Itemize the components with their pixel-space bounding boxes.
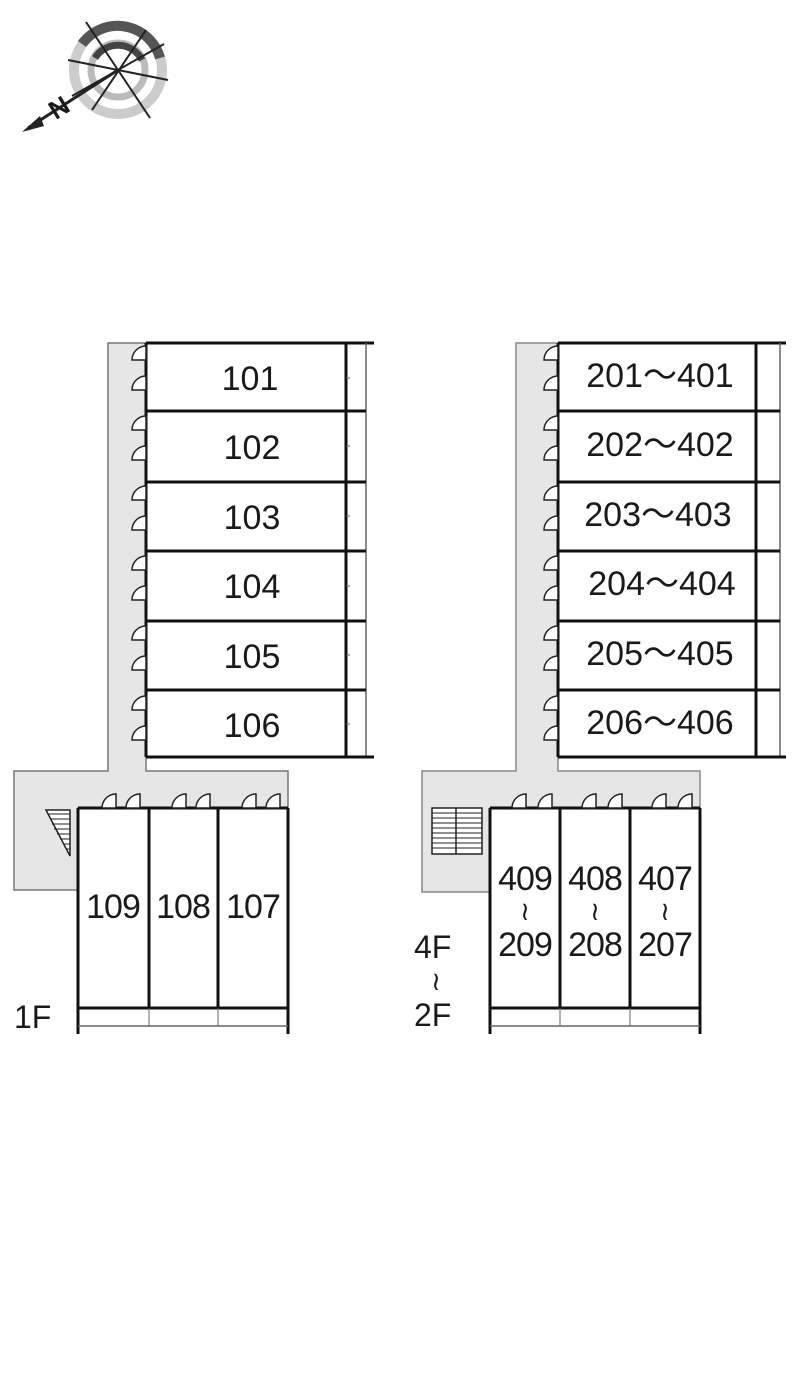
unit-107: 107 (226, 888, 280, 926)
unit-label-sep: ≀ (590, 897, 600, 927)
unit-label: 205〜405 (586, 635, 733, 673)
unit-101: 101 (146, 360, 366, 413)
door-icons-upper-row (543, 345, 559, 741)
unit-203-403: 203〜403 (558, 496, 780, 553)
unit-105: 105 (146, 638, 366, 692)
unit-label: 206〜406 (586, 704, 733, 742)
door-icons-1f-bottom (101, 793, 281, 809)
door-icons-upper-bottom (511, 793, 693, 809)
floor-label-4f: 4F (414, 929, 451, 965)
floor-label-1f: 1F (14, 999, 51, 1035)
unit-label: 105 (224, 638, 281, 676)
unit-label: 101 (222, 360, 279, 398)
building-1f: 101 102 103 104 105 106 (13, 341, 374, 1035)
door-icons-1f-row (131, 345, 147, 741)
unit-204-404: 204〜404 (558, 565, 780, 623)
unit-label-bottom: 209 (498, 926, 552, 964)
unit-205-405: 205〜405 (558, 635, 780, 692)
unit-label-top: 407 (638, 860, 692, 898)
unit-407-207: 407 ≀ 207 (638, 860, 693, 964)
unit-label-top: 408 (568, 860, 622, 898)
unit-206-406: 206〜406 (586, 704, 733, 742)
unit-label-top: 409 (498, 860, 552, 898)
unit-409-209: 409 ≀ 209 (498, 860, 553, 964)
stairs-icon (431, 807, 483, 855)
unit-102: 102 (146, 429, 366, 484)
floor-label-2f: 2F (414, 997, 451, 1033)
unit-108: 108 (156, 888, 210, 926)
compass-north-label: N (43, 90, 75, 125)
unit-label: 204〜404 (588, 565, 735, 603)
unit-106: 106 (224, 707, 281, 745)
unit-202-402: 202〜402 (558, 426, 780, 484)
unit-label: 202〜402 (586, 426, 733, 464)
compass-rose-icon: N (22, 20, 169, 132)
unit-label: 102 (224, 429, 281, 467)
unit-label: 203〜403 (584, 496, 731, 534)
unit-201-401: 201〜401 (558, 357, 780, 413)
stairs-icon (44, 809, 71, 857)
unit-104: 104 (146, 568, 366, 623)
unit-103: 103 (146, 499, 366, 553)
floor-label-sep: ≀ (431, 967, 441, 997)
unit-label: 103 (224, 499, 281, 537)
unit-label-bottom: 207 (638, 926, 692, 964)
building-upper: 201〜401 202〜402 203〜403 204〜404 205〜405 … (414, 341, 786, 1034)
unit-label: 201〜401 (586, 357, 733, 395)
unit-label: 104 (224, 568, 281, 606)
unit-408-208: 408 ≀ 208 (568, 860, 623, 964)
unit-label: 106 (224, 707, 281, 745)
unit-109: 109 (86, 888, 140, 926)
unit-label-bottom: 208 (568, 926, 622, 964)
unit-label-sep: ≀ (660, 897, 670, 927)
unit-label-sep: ≀ (520, 897, 530, 927)
